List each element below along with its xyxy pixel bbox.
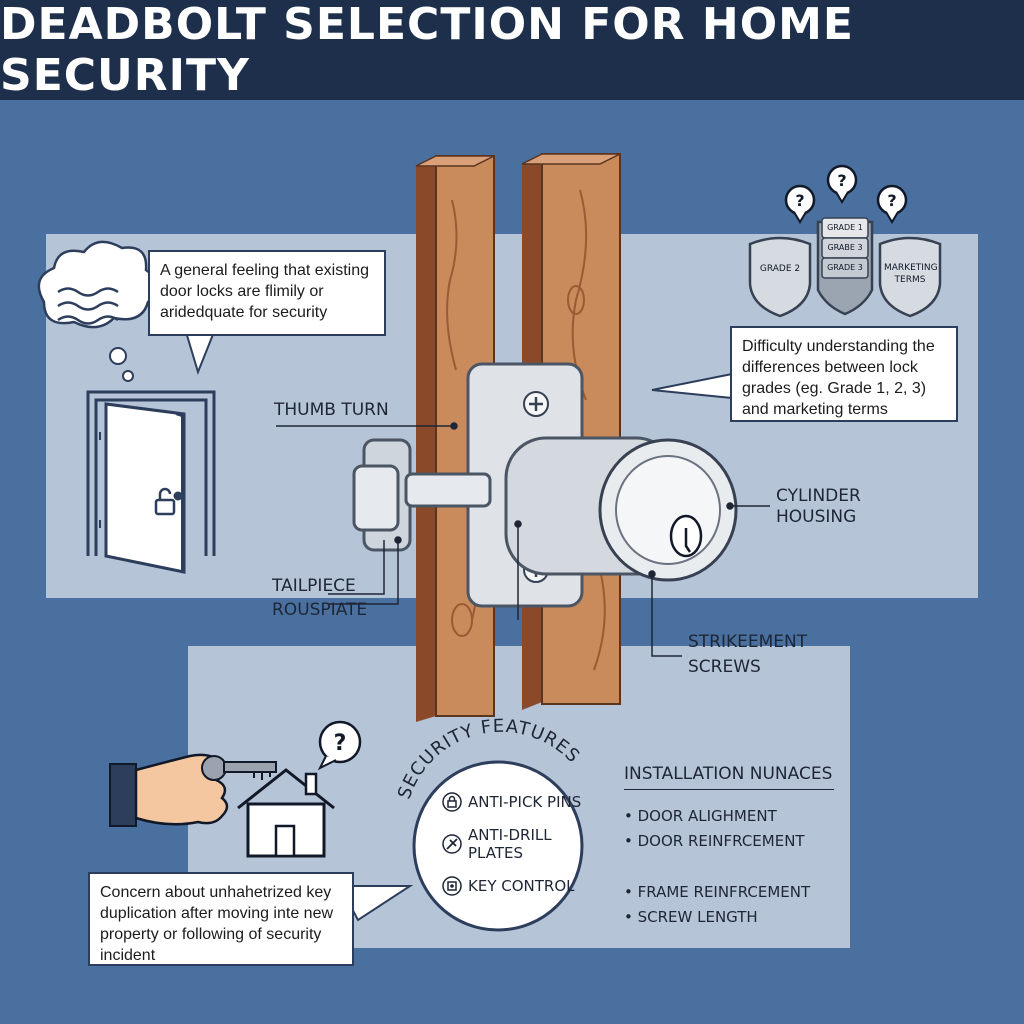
grade-stack-label-2: GRABE 3 xyxy=(827,243,863,252)
key-control-icon xyxy=(442,876,462,896)
feature-anti-pick-label: ANTI-PICK PINS xyxy=(468,793,582,811)
installation-section: INSTALLATION NUNACES • DOOR ALIGHMENT • … xyxy=(624,764,834,930)
thought-cloud xyxy=(37,240,158,382)
title-bar: DEADBOLT SELECTION FOR HOME SECURITY xyxy=(0,0,1024,101)
svg-text:?: ? xyxy=(795,191,804,210)
cylinder-label-line2: HOUSING xyxy=(776,507,857,527)
question-icon-3: ? xyxy=(876,184,908,224)
key-duplication-text: Concern about unhahetrized key duplicati… xyxy=(100,884,334,964)
key-hand-icon xyxy=(109,753,277,827)
feature-key-control: KEY CONTROL xyxy=(442,876,602,896)
installation-list: • DOOR ALIGHMENT • DOOR REINFRCEMENT • F… xyxy=(624,804,834,930)
thumb-turn-label: THUMB TURN xyxy=(274,400,389,420)
marketing-terms-badge-label: MARKETING TERMS xyxy=(884,263,938,285)
grade-stack-label-3: GRADE 3 xyxy=(827,263,863,272)
flimsy-locks-callout: A general feeling that existing door loc… xyxy=(148,250,386,336)
question-icon-4: ? xyxy=(317,720,362,771)
flimsy-locks-text: A general feeling that existing door loc… xyxy=(160,262,370,321)
question-icon-2: ? xyxy=(826,164,858,204)
svg-text:?: ? xyxy=(887,191,896,210)
drill-icon xyxy=(442,834,462,854)
open-door xyxy=(86,390,216,574)
installation-item: • SCREW LENGTH xyxy=(624,908,758,926)
rouspate-label: ROUSPIATE xyxy=(272,600,368,620)
question-markers: ? ? ? xyxy=(784,164,908,224)
lock-grades-text: Difficulty understanding the differences… xyxy=(742,338,935,418)
installation-heading: INSTALLATION NUNACES xyxy=(624,764,834,790)
installation-item: • DOOR REINFRCEMENT xyxy=(624,832,805,850)
feature-anti-drill: ANTI-DRILL PLATES xyxy=(442,826,602,862)
cylinder-housing-label: CYLINDER HOUSING xyxy=(776,486,861,528)
key-duplication-callout: Concern about unhahetrized key duplicati… xyxy=(88,872,354,966)
svg-text:?: ? xyxy=(334,731,347,756)
cylinder-label-line1: CYLINDER xyxy=(776,486,861,506)
installation-item: • DOOR ALIGHMENT xyxy=(624,807,777,825)
page-title: DEADBOLT SELECTION FOR HOME SECURITY xyxy=(0,0,854,101)
feature-anti-drill-label: ANTI-DRILL PLATES xyxy=(468,826,552,862)
installation-item: • FRAME REINFRCEMENT xyxy=(624,883,811,901)
svg-text:?: ? xyxy=(837,171,846,190)
padlock-icon xyxy=(442,792,462,812)
grade2-badge-label: GRADE 2 xyxy=(759,264,801,274)
house-icon xyxy=(237,768,335,858)
strike-label-line2: SCREWS xyxy=(688,657,761,677)
feature-anti-pick: ANTI-PICK PINS xyxy=(442,792,602,812)
grade-stack-label-1: GRADE 1 xyxy=(827,223,863,232)
tailpiece-label: TAILPIECE xyxy=(272,576,356,596)
security-features-list: ANTI-PICK PINS ANTI-DRILL PLATES KEY CON… xyxy=(442,792,602,896)
lock-grades-callout: Difficulty understanding the differences… xyxy=(730,326,958,422)
feature-key-control-label: KEY CONTROL xyxy=(468,877,575,895)
strike-label-line1: STRIKEEMENT xyxy=(688,632,808,652)
strike-screws-label: STRIKEEMENT SCREWS xyxy=(688,632,807,678)
question-icon-1: ? xyxy=(784,184,816,224)
shield-icons xyxy=(748,217,942,318)
